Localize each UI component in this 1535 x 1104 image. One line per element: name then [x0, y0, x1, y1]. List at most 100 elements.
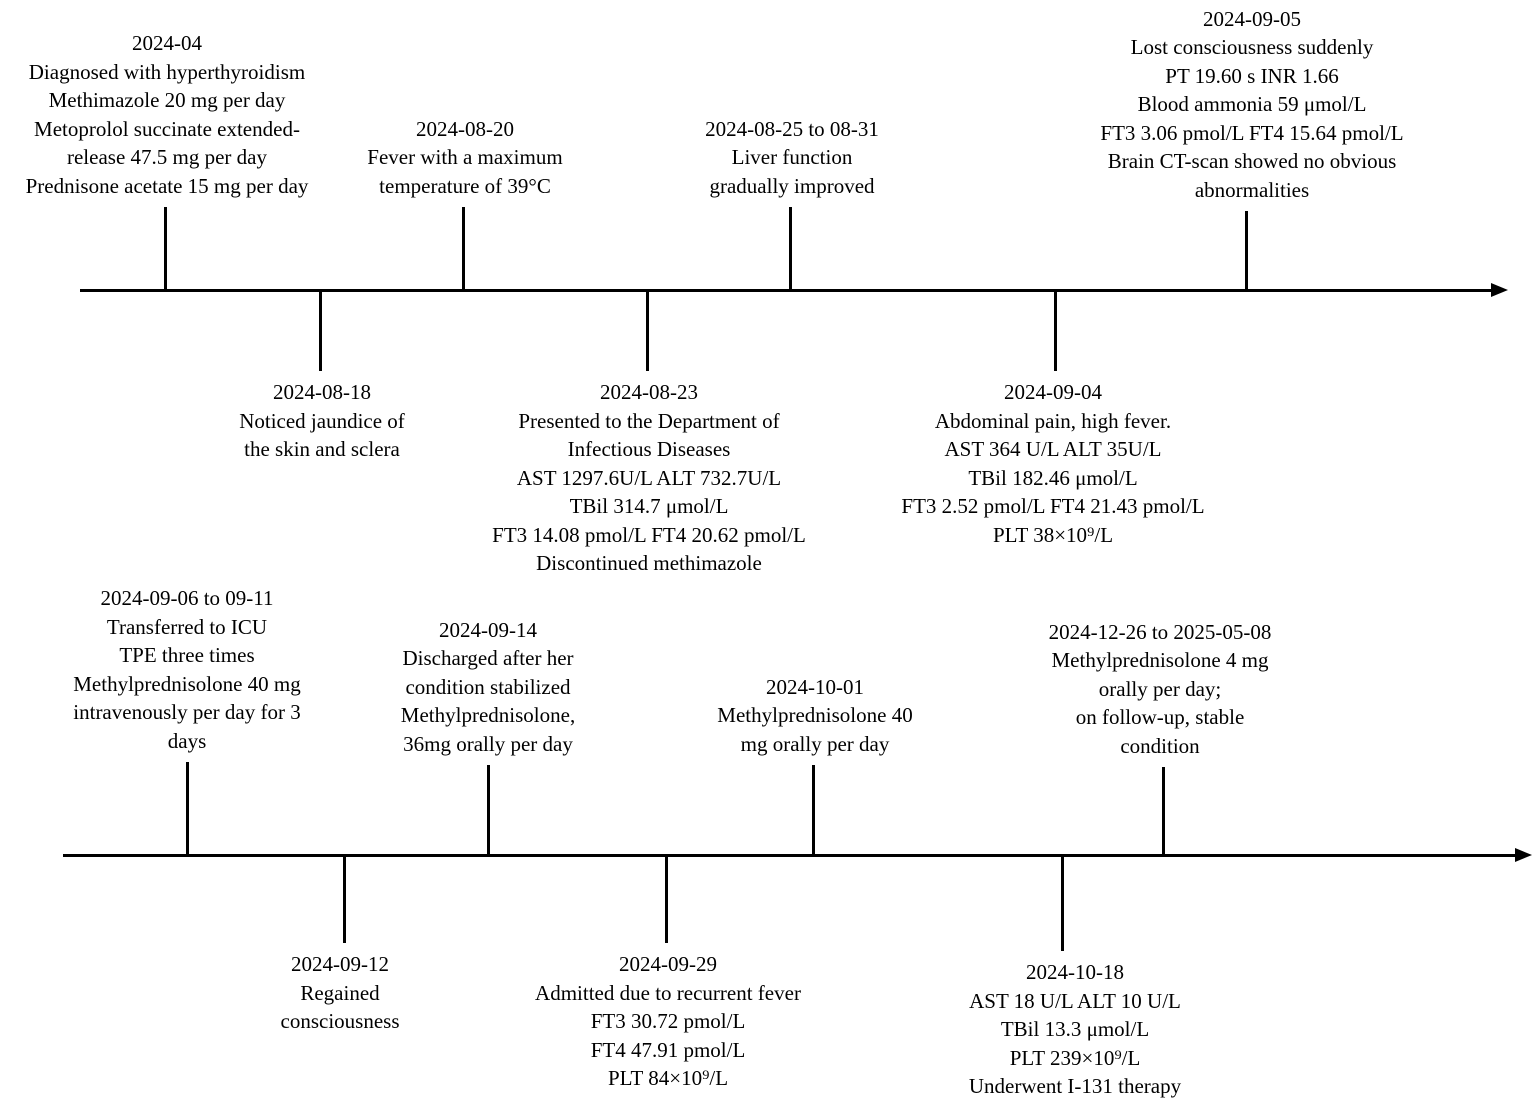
- event-tick: [461, 207, 465, 290]
- event-tick: [664, 855, 668, 943]
- event-detail-line: condition: [1120, 733, 1200, 758]
- event-detail-line: FT3 30.72 pmol/L: [590, 1009, 746, 1033]
- event-detail-line: Abdominal pain, high fever.: [934, 408, 1172, 433]
- event-tick: [1060, 855, 1064, 951]
- event-detail-line: FT3 2.52 pmol/L FT4 21.43 pmol/L: [901, 494, 1205, 518]
- event-detail-line: Methylprednisolone,: [400, 703, 576, 727]
- event-detail-line: TBil 314.7 μmol/L: [569, 494, 729, 518]
- event-date: 2024-08-25 to 08-31: [705, 116, 879, 141]
- event-detail-line: Discontinued methimazole: [536, 551, 762, 575]
- event-date: 2024-09-05: [1203, 6, 1301, 31]
- event-date: 2024-09-04: [1004, 380, 1102, 404]
- event-detail-line: on follow-up, stable: [1075, 705, 1245, 729]
- event-detail-line: TPE three times: [119, 643, 255, 667]
- event-detail-line: Brain CT-scan showed no obvious: [1107, 149, 1397, 173]
- event-detail-line: gradually improved: [709, 173, 875, 198]
- event-detail-line: TBil 13.3 μmol/L: [1000, 1017, 1150, 1041]
- event-detail-line: the skin and sclera: [244, 437, 400, 461]
- event-detail-line: Admitted due to recurrent fever: [535, 980, 801, 1005]
- event-tick: [342, 855, 346, 943]
- arrowhead-icon: [1515, 848, 1532, 862]
- event-detail-line: Noticed jaundice of: [239, 408, 405, 433]
- event-tick: [811, 765, 815, 855]
- event-detail-line: Methylprednisolone 4 mg: [1051, 648, 1269, 672]
- event-detail-line: Presented to the Department of: [518, 408, 780, 433]
- event-detail-line: Methylprednisolone 40: [717, 703, 913, 727]
- timeline-axis: [80, 288, 1494, 292]
- event-detail-line: AST 364 U/L ALT 35U/L: [944, 437, 1162, 461]
- event-detail-line: consciousness: [280, 1009, 400, 1033]
- event-detail-line: days: [167, 728, 207, 753]
- event-date: 2024-09-14: [438, 617, 537, 642]
- event-detail-line: condition stabilized: [405, 674, 571, 699]
- arrowhead-icon: [1491, 283, 1508, 297]
- event-detail-line: Diagnosed with hyperthyroidism: [28, 59, 306, 84]
- event-detail-line: intravenously per day for 3: [73, 700, 301, 724]
- event-detail-line: Regained: [300, 980, 380, 1005]
- event-detail-line: Metoprolol succinate extended-: [34, 116, 300, 141]
- event-date: 2024-09-06 to 09-11: [100, 586, 274, 610]
- event-tick: [788, 207, 792, 290]
- event-detail-line: Methimazole 20 mg per day: [48, 88, 286, 112]
- event-detail-line: PT 19.60 s INR 1.66: [1165, 63, 1339, 88]
- event-detail-line: abnormalities: [1194, 177, 1310, 202]
- event-date: 2024-12-26 to 2025-05-08: [1048, 619, 1272, 644]
- event-tick: [1161, 767, 1165, 855]
- event-detail-line: Discharged after her: [402, 646, 574, 670]
- event-detail-line: PLT 239×10⁹/L: [1009, 1045, 1141, 1070]
- event-detail-line: Underwent I-131 therapy: [968, 1074, 1182, 1098]
- event-detail-line: Infectious Diseases: [567, 437, 731, 461]
- event-detail-line: Blood ammonia 59 μmol/L: [1137, 92, 1367, 116]
- event-detail-line: Liver function: [731, 145, 853, 169]
- event-date: 2024-04: [131, 31, 202, 55]
- event-date: 2024-09-12: [291, 952, 389, 976]
- event-detail-line: AST 1297.6U/L ALT 732.7U/L: [516, 465, 782, 490]
- event-detail-line: Fever with a maximum: [367, 145, 563, 169]
- event-detail-line: PLT 38×10⁹/L: [992, 522, 1114, 547]
- event-detail-line: 36mg orally per day: [403, 731, 573, 756]
- event-detail-line: TBil 182.46 μmol/L: [968, 465, 1138, 490]
- event-detail-line: release 47.5 mg per day: [66, 145, 268, 169]
- event-detail-line: Prednisone acetate 15 mg per day: [25, 173, 309, 198]
- event-tick: [486, 765, 490, 855]
- timeline-axis: [63, 853, 1518, 857]
- event-tick: [163, 207, 167, 290]
- event-tick: [645, 290, 649, 371]
- event-date: 2024-09-29: [618, 952, 717, 976]
- event-detail-line: PLT 84×10⁹/L: [607, 1066, 729, 1090]
- event-detail-line: Methylprednisolone 40 mg: [73, 671, 301, 696]
- event-detail-line: AST 18 U/L ALT 10 U/L: [969, 988, 1181, 1013]
- event-detail-line: Lost consciousness suddenly: [1130, 35, 1374, 59]
- event-tick: [1244, 211, 1248, 290]
- event-date: 2024-08-23: [600, 380, 698, 404]
- event-date: 2024-10-18: [1025, 960, 1124, 984]
- event-date: 2024-08-20: [415, 116, 514, 141]
- event-tick: [318, 290, 322, 371]
- event-date: 2024-08-18: [272, 380, 371, 404]
- event-date: 2024-10-01: [765, 674, 864, 699]
- event-detail-line: orally per day;: [1098, 676, 1222, 701]
- event-detail-line: mg orally per day: [740, 731, 890, 756]
- event-detail-line: FT3 14.08 pmol/L FT4 20.62 pmol/L: [492, 522, 806, 547]
- event-tick: [185, 762, 189, 855]
- event-detail-line: FT3 3.06 pmol/L FT4 15.64 pmol/L: [1100, 120, 1404, 145]
- event-detail-line: temperature of 39°C: [379, 173, 551, 198]
- event-detail-line: FT4 47.91 pmol/L: [590, 1037, 746, 1062]
